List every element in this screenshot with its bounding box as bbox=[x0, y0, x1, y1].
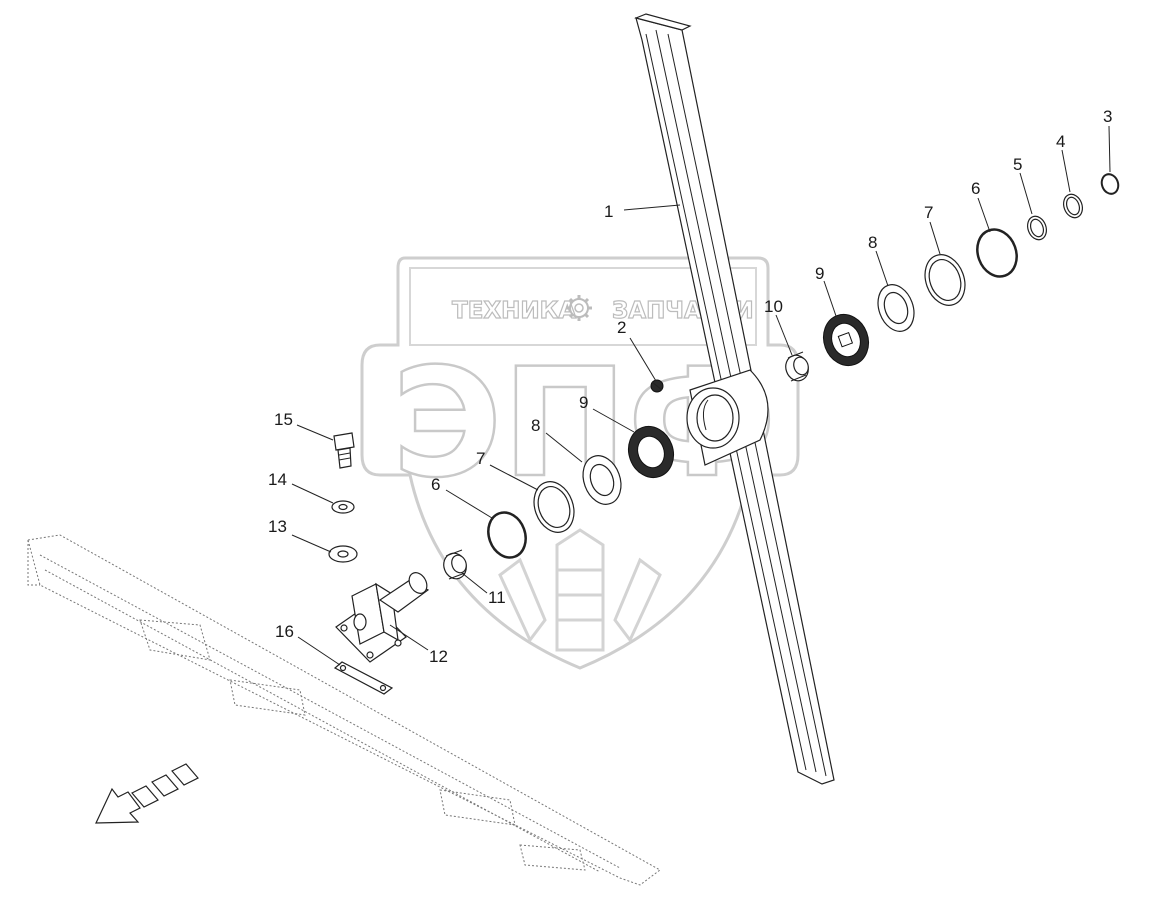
callout-2: 2 bbox=[617, 318, 626, 337]
pivot-bracket-part-12 bbox=[335, 572, 430, 663]
grease-nipple-part-2 bbox=[650, 379, 664, 393]
callout-15: 15 bbox=[274, 410, 293, 429]
callout-7-left: 7 bbox=[476, 449, 485, 468]
seal-part-8-right bbox=[877, 284, 915, 332]
callout-10: 10 bbox=[764, 297, 783, 316]
washer-part-7-right bbox=[924, 254, 966, 306]
cutter-bar-frame bbox=[27, 534, 661, 886]
gear-icon bbox=[566, 295, 592, 321]
bushing-part-11 bbox=[443, 549, 467, 580]
washer-part-7-left bbox=[533, 481, 575, 533]
retaining-ring-part-6-right bbox=[976, 228, 1018, 278]
washer-part-14 bbox=[331, 500, 355, 514]
callout-7-right: 7 bbox=[924, 203, 933, 222]
callout-3: 3 bbox=[1103, 107, 1112, 126]
plate-part-16 bbox=[333, 661, 394, 695]
callout-14: 14 bbox=[268, 470, 287, 489]
retaining-ring-part-6-left bbox=[487, 511, 527, 559]
callout-6-left: 6 bbox=[431, 475, 440, 494]
callout-4: 4 bbox=[1056, 132, 1065, 151]
watermark-shield-inner bbox=[409, 267, 757, 346]
watermark-stalks bbox=[498, 528, 662, 652]
callout-13: 13 bbox=[268, 517, 287, 536]
watermark-shield bbox=[360, 256, 800, 670]
callout-6-right: 6 bbox=[971, 179, 980, 198]
washer-part-13 bbox=[328, 545, 358, 563]
callout-16: 16 bbox=[275, 622, 294, 641]
callout-5: 5 bbox=[1013, 155, 1022, 174]
callout-labels: 1 2 3 4 5 6 7 8 9 10 9 8 7 6 11 12 13 14… bbox=[268, 107, 1112, 666]
callout-leaders bbox=[291, 125, 1111, 666]
callout-12: 12 bbox=[429, 647, 448, 666]
direction-arrow bbox=[95, 763, 199, 824]
callout-8-left: 8 bbox=[531, 416, 540, 435]
callout-11: 11 bbox=[488, 588, 506, 607]
ring-part-4 bbox=[1062, 193, 1084, 219]
snap-ring-part-3 bbox=[1100, 173, 1120, 195]
watermark-brand-left: ТЕХНИКА bbox=[452, 298, 576, 324]
callout-8-right: 8 bbox=[868, 233, 877, 252]
bearing-hub bbox=[686, 369, 769, 466]
bolt-part-15 bbox=[333, 432, 355, 469]
bearing-part-9-left bbox=[627, 425, 675, 479]
callout-9-left: 9 bbox=[579, 393, 588, 412]
ring-part-5 bbox=[1026, 215, 1048, 241]
seal-part-8-left bbox=[582, 455, 622, 505]
callout-9-right: 9 bbox=[815, 264, 824, 283]
bearing-part-9-right bbox=[822, 313, 870, 367]
bushing-part-10 bbox=[785, 351, 809, 382]
callout-1: 1 bbox=[604, 202, 613, 221]
